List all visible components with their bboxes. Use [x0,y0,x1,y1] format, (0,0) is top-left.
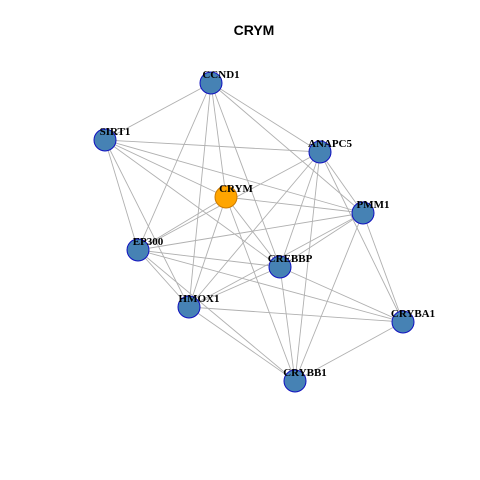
node-circle-hmox1 [177,295,201,319]
edge-sirt1-hmox1 [104,139,190,308]
edge-sirt1-ep300 [104,139,139,251]
edge-hmox1-crybb1 [188,306,296,382]
edge-ep300-crybb1 [137,249,296,382]
edge-pmm1-cryba1 [362,212,404,323]
edge-crebbp-crybb1 [279,266,296,382]
edge-cryba1-crybb1 [294,321,404,382]
edge-pmm1-crebbp [279,212,364,268]
edge-ccnd1-crym [210,82,227,198]
node-label-crybb1: CRYBB1 [283,367,327,379]
node-circle-pmm1 [351,201,375,225]
edge-pmm1-ep300 [137,212,364,251]
edge-crym-crybb1 [225,196,296,382]
edge-layer [104,82,404,382]
node-label-sirt1: SIRT1 [100,126,131,138]
edge-ccnd1-anapc5 [210,82,321,153]
node-crym: CRYM [214,183,254,209]
node-label-ep300: EP300 [133,236,164,248]
node-circle-crym [214,185,238,209]
edge-anapc5-cryba1 [319,151,404,323]
edge-crebbp-cryba1 [279,266,404,323]
node-label-hmox1: HMOX1 [179,293,220,305]
edge-ep300-cryba1 [137,249,404,323]
node-label-anapc5: ANAPC5 [308,138,352,150]
node-ep300: EP300 [126,236,164,262]
node-circle-crybb1 [283,369,307,393]
edge-pmm1-crybb1 [294,212,364,382]
edge-sirt1-pmm1 [104,139,364,214]
edge-anapc5-crybb1 [294,151,321,382]
node-circle-ep300 [126,238,150,262]
node-circle-sirt1 [93,128,117,152]
node-sirt1: SIRT1 [93,126,131,152]
edge-crym-crebbp [225,196,281,268]
node-cryba1: CRYBA1 [391,308,435,334]
edge-ep300-hmox1 [137,249,190,308]
node-label-crym: CRYM [219,183,253,195]
edge-sirt1-crym [104,139,227,198]
edge-sirt1-anapc5 [104,139,321,153]
edge-ep300-crebbp [137,249,281,268]
graph-title: CRYM [234,22,275,38]
node-circle-crebbp [268,255,292,279]
edge-ccnd1-hmox1 [188,82,212,308]
node-anapc5: ANAPC5 [308,138,352,164]
node-crybb1: CRYBB1 [283,367,327,393]
node-hmox1: HMOX1 [177,293,220,319]
edge-ccnd1-crebbp [210,82,281,268]
node-label-cryba1: CRYBA1 [391,308,435,320]
node-circle-anapc5 [308,140,332,164]
edge-ccnd1-ep300 [137,82,212,251]
edge-sirt1-crebbp [104,139,281,268]
edge-crym-ep300 [137,196,227,251]
edge-crym-pmm1 [225,196,364,214]
edge-anapc5-pmm1 [319,151,364,214]
edge-crebbp-hmox1 [188,266,281,308]
edge-anapc5-crebbp [279,151,321,268]
edge-crym-hmox1 [188,196,227,308]
node-pmm1: PMM1 [351,199,390,225]
edge-hmox1-cryba1 [188,306,404,323]
edge-ccnd1-pmm1 [210,82,364,214]
node-label-ccnd1: CCND1 [202,69,239,81]
node-label-crebbp: CREBBP [268,253,313,265]
node-crebbp: CREBBP [268,253,313,279]
edge-ccnd1-sirt1 [104,82,212,141]
node-circle-cryba1 [391,310,415,334]
node-circle-ccnd1 [199,71,223,95]
node-label-pmm1: PMM1 [357,199,390,211]
node-ccnd1: CCND1 [199,69,240,95]
edge-anapc5-hmox1 [188,151,321,308]
